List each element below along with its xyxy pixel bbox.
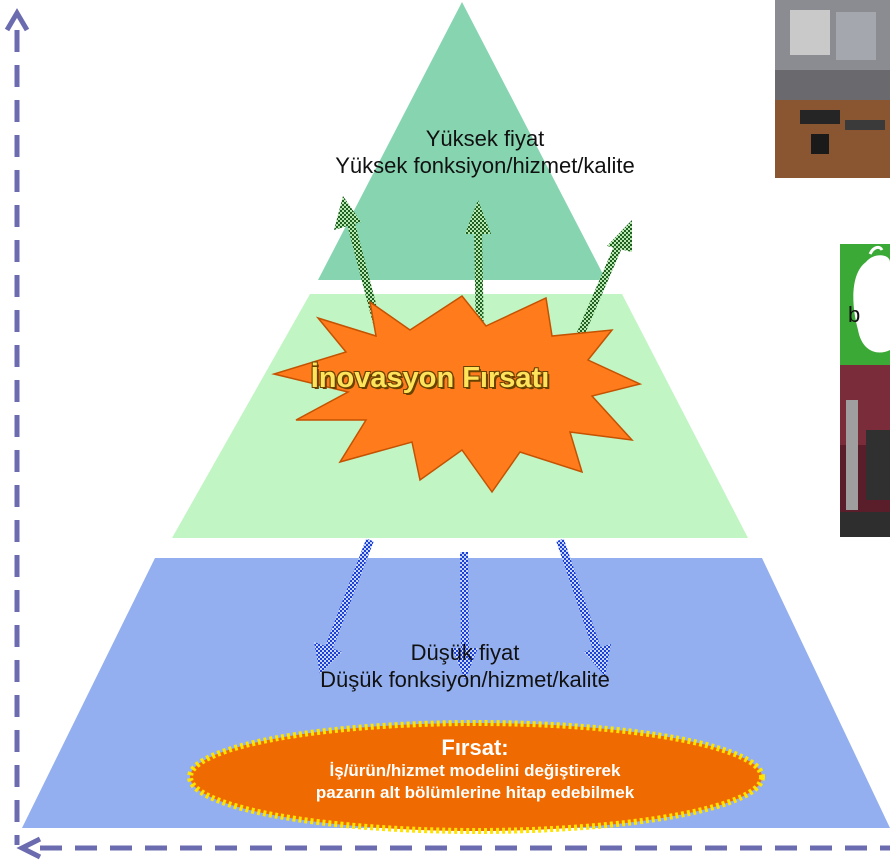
down-arrow-left	[314, 538, 374, 674]
green-logo-tile	[840, 244, 890, 365]
top-tier-price: Yüksek fiyat	[425, 126, 545, 151]
up-arrow-right	[574, 220, 632, 342]
horizontal-axis-arrowhead	[16, 836, 42, 860]
innovation-burst	[271, 294, 643, 494]
opportunity-text: Fırsat: İş/ürün/hizmet modelini değiştir…	[195, 735, 755, 803]
vertical-axis-arrowhead	[4, 8, 30, 32]
opportunity-line-1: İş/ürün/hizmet modelini değiştirerek	[329, 761, 621, 781]
innovation-opportunity-label: İnovasyon Fırsatı	[310, 362, 550, 394]
bottom-tier-label: Düşük fiyat Düşük fonksiyon/hizmet/kalit…	[245, 640, 685, 694]
opportunity-line-2: pazarın alt bölümlerine hitap edebilmek	[315, 782, 635, 802]
top-tier-label: Yüksek fiyat Yüksek fonksiyon/hizmet/kal…	[270, 126, 700, 180]
logo-fragment-text: b	[848, 302, 861, 327]
showroom-photo	[775, 0, 890, 178]
bottom-tier-quality: Düşük fonksiyon/hizmet/kalite	[320, 666, 610, 692]
down-arrow-right	[556, 538, 611, 676]
down-arrow-center	[452, 551, 478, 680]
bottom-tier-price: Düşük fiyat	[410, 640, 520, 665]
top-tier-quality: Yüksek fonksiyon/hizmet/kalite	[335, 152, 635, 178]
opportunity-title: Fırsat:	[441, 735, 509, 760]
top-tier	[318, 2, 606, 280]
opportunity-oval	[187, 720, 765, 834]
store-interior-photo	[840, 365, 890, 537]
